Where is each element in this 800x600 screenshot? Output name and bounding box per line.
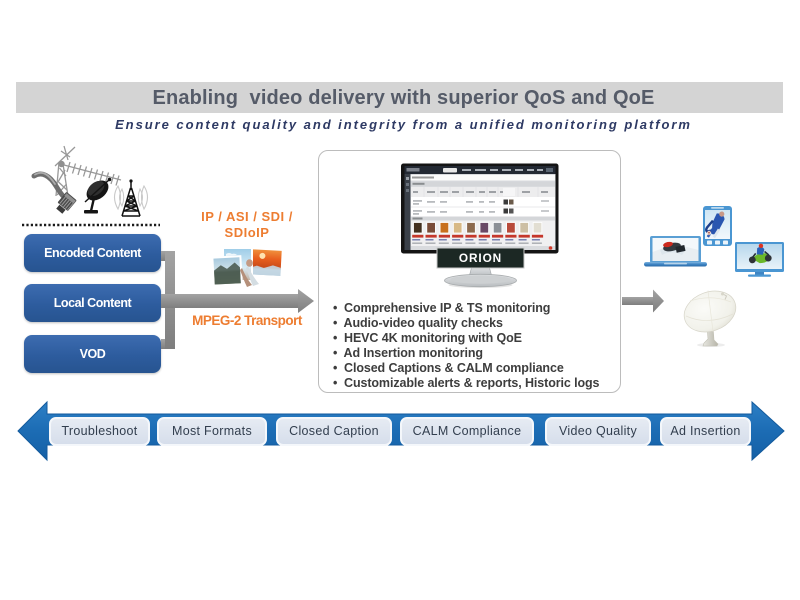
- svg-text:ORION: ORION: [459, 251, 502, 265]
